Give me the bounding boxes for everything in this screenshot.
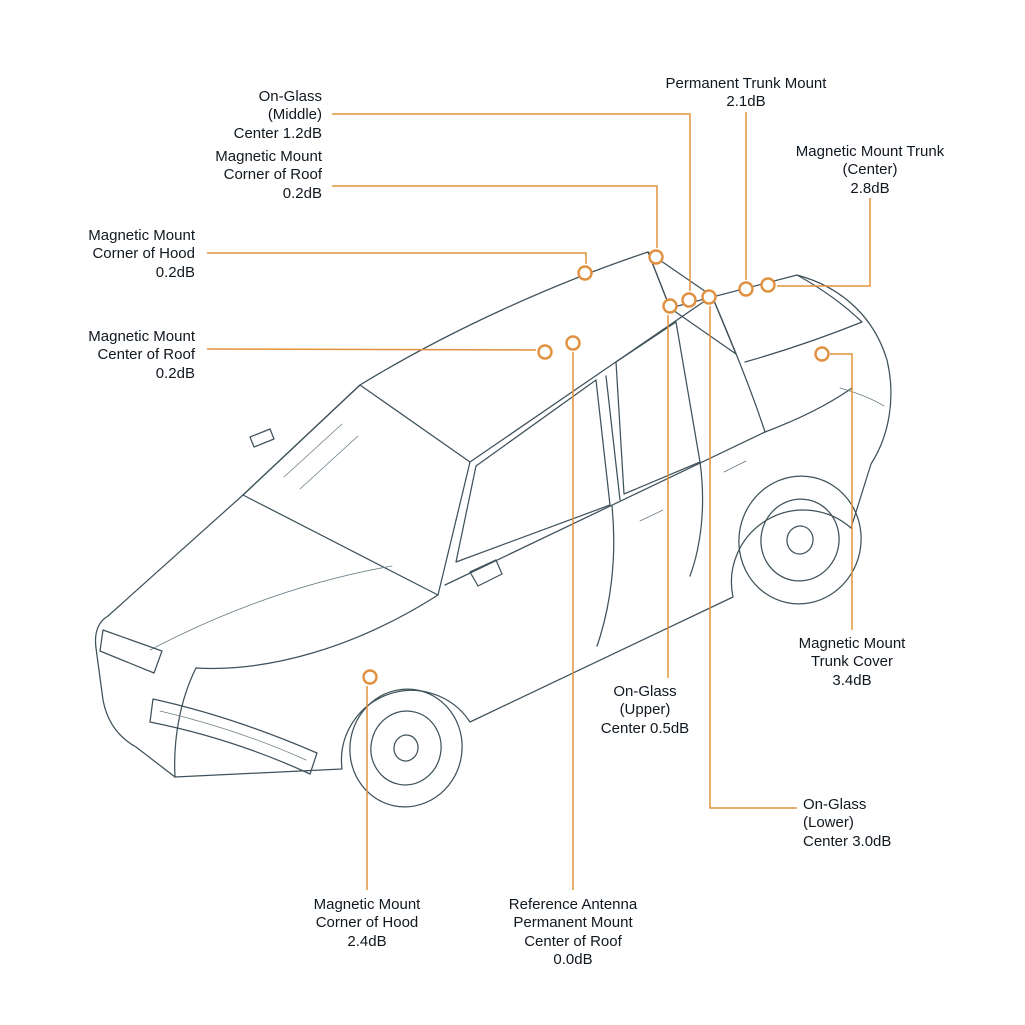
grille [149, 698, 318, 775]
leader-lines [206, 112, 871, 890]
b-pillar [605, 375, 621, 501]
door-seam-rear [689, 461, 704, 577]
leader-on-glass-middle [332, 113, 691, 291]
rear-silhouette [647, 251, 892, 529]
tail-lamp [839, 387, 885, 407]
leader-magnetic-center-roof [206, 348, 537, 351]
label-magnetic-center-roof: Magnetic Mount Center of Roof 0.2dB [88, 328, 195, 382]
headlight [99, 629, 163, 674]
marker-magnetic-corner-roof [648, 249, 664, 265]
leader-on-glass-lower [709, 306, 797, 809]
label-reference-antenna: Reference Antenna Permanent Mount Center… [508, 896, 638, 968]
leader-magnetic-corner-roof [332, 185, 658, 248]
grille-slat [159, 710, 307, 761]
antenna-markers [362, 249, 830, 685]
car-outline [94, 251, 892, 808]
windshield [242, 384, 471, 596]
windshield-reflection [283, 423, 359, 490]
side-mirror-far [249, 428, 275, 448]
leader-magnetic-trunk-cover [830, 353, 853, 630]
marker-permanent-trunk-mount [738, 281, 754, 297]
side-mirror-near [469, 559, 503, 587]
hood-near-edge [174, 594, 439, 778]
lower-body [174, 509, 852, 778]
label-on-glass-middle: On-Glass (Middle) Center 1.2dB [233, 88, 322, 142]
rear-wheel [738, 475, 862, 605]
marker-magnetic-corner-hood-2 [362, 669, 378, 685]
marker-magnetic-trunk-cover [814, 346, 830, 362]
hood-roof-silhouette [107, 251, 649, 617]
label-on-glass-upper: On-Glass (Upper) Center 0.5dB [600, 683, 690, 737]
label-magnetic-corner-roof: Magnetic Mount Corner of Roof 0.2dB [215, 148, 322, 202]
marker-on-glass-upper [662, 298, 678, 314]
label-magnetic-trunk-cover: Magnetic Mount Trunk Cover 3.4dB [798, 635, 906, 689]
marker-reference-antenna [565, 335, 581, 351]
front-side-window [455, 379, 611, 563]
door-seam-front [596, 505, 615, 647]
marker-magnetic-trunk-center [760, 277, 776, 293]
marker-magnetic-corner-hood-1 [577, 265, 593, 281]
marker-on-glass-middle [681, 292, 697, 308]
label-magnetic-corner-hood-2: Magnetic Mount Corner of Hood 2.4dB [313, 896, 421, 950]
hood-crease [149, 565, 393, 651]
roof-near-rail [469, 295, 713, 463]
label-magnetic-trunk-center: Magnetic Mount Trunk (Center) 2.8dB [795, 143, 945, 197]
leader-magnetic-corner-hood-1 [207, 252, 587, 264]
trunk-lid [744, 274, 863, 363]
marker-on-glass-lower [701, 289, 717, 305]
door-handles [639, 460, 747, 522]
label-permanent-trunk-mount: Permanent Trunk Mount 2.1dB [665, 75, 827, 111]
marker-magnetic-center-roof [537, 344, 553, 360]
front-wheel [349, 688, 463, 808]
leader-magnetic-trunk-center [777, 198, 871, 287]
label-magnetic-corner-hood-1: Magnetic Mount Corner of Hood 0.2dB [88, 227, 195, 281]
belt-line [444, 387, 853, 586]
rear-side-window [615, 321, 701, 495]
label-on-glass-lower: On-Glass (Lower) Center 3.0dB [803, 796, 892, 850]
front-bumper [94, 615, 176, 778]
c-pillar [711, 295, 766, 433]
